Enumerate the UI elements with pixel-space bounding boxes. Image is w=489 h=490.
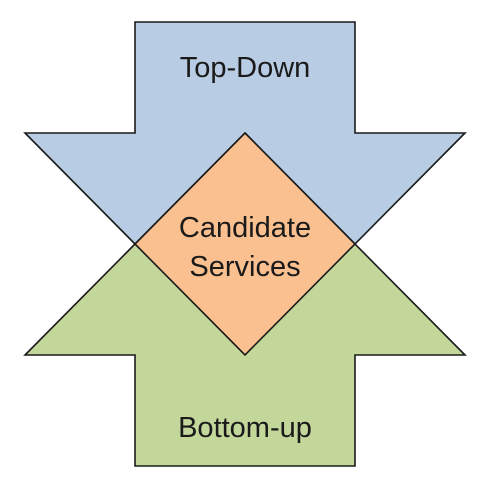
candidate-label-line1: Candidate — [179, 212, 311, 244]
candidate-services-diamond — [133, 131, 357, 357]
bottom-up-label: Bottom-up — [178, 412, 312, 444]
candidate-label-line2: Services — [189, 251, 300, 283]
top-down-label: Top-Down — [180, 52, 311, 84]
